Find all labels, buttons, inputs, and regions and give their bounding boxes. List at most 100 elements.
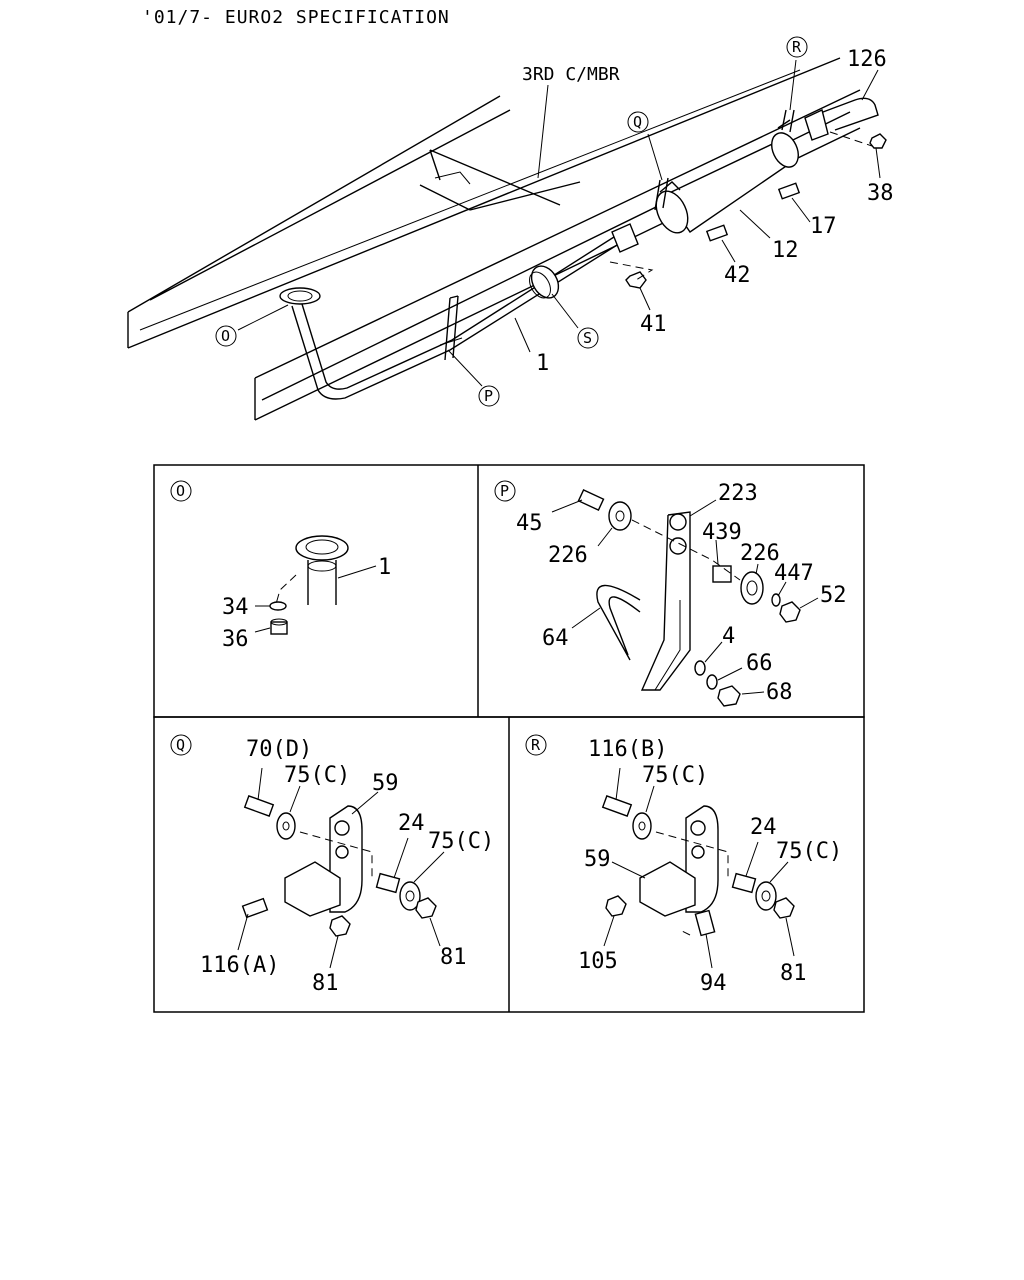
bolt-116b — [601, 795, 633, 817]
dash-p — [631, 519, 741, 581]
leader-116b — [615, 767, 621, 801]
detail-o: O 1 34 36 — [170, 480, 391, 652]
part-q-59: 59 — [372, 771, 399, 796]
part-226a: 226 — [548, 543, 588, 568]
dash-o — [275, 574, 297, 605]
ref-circle-r: R — [786, 36, 808, 58]
nut-38 — [869, 133, 887, 149]
collar-439 — [712, 565, 732, 583]
leader-4 — [704, 641, 723, 663]
part-223: 223 — [718, 481, 758, 506]
part-52: 52 — [820, 583, 847, 608]
detail-o-ref: O — [176, 482, 185, 500]
leader-41 — [639, 287, 651, 311]
collar-24-r — [731, 872, 757, 894]
frame-rail-upper — [127, 57, 841, 349]
diagram-title: '01/7- EURO2 SPECIFICATION — [142, 7, 450, 28]
detail-r-ref: R — [531, 736, 541, 754]
nut-81-a — [329, 915, 351, 937]
part-116b: 116(B) — [588, 737, 667, 762]
part-38: 38 — [867, 181, 894, 206]
leader-116a — [237, 913, 249, 951]
leader-64 — [571, 607, 601, 629]
leader-105 — [603, 915, 615, 947]
part-r-59: 59 — [584, 847, 611, 872]
part-126: 126 — [847, 47, 887, 72]
svg-text:S: S — [583, 329, 592, 347]
bolt-45 — [577, 488, 605, 512]
washer-447 — [771, 593, 781, 607]
part-r-24: 24 — [750, 815, 777, 840]
leader-59-r — [611, 861, 646, 879]
leader-17 — [791, 197, 811, 223]
bolt-94 — [694, 909, 716, 937]
leader-24-r — [745, 841, 759, 877]
flange-pipe — [295, 535, 349, 605]
part-q-24: 24 — [398, 811, 425, 836]
exhaust-pipe-front — [279, 229, 626, 400]
part-447: 447 — [774, 561, 814, 586]
hanger-bracket-q — [284, 805, 363, 917]
part-17: 17 — [810, 214, 837, 239]
svg-text:Q: Q — [633, 113, 642, 131]
washer-75c-b-r — [755, 881, 777, 911]
leader-42 — [721, 239, 736, 263]
leader-81-r — [785, 917, 795, 957]
frame-rail-lower — [254, 89, 861, 421]
dash-41 — [609, 261, 654, 281]
part-66: 66 — [746, 651, 773, 676]
nut-81-b — [415, 897, 437, 919]
leader-o-1 — [337, 565, 377, 579]
muffler — [655, 119, 799, 234]
ref-circle-s: S — [577, 327, 599, 349]
leader-o — [237, 304, 289, 331]
leader-70d — [257, 767, 263, 801]
ref-circle-q: Q — [627, 111, 649, 133]
washer-75c-a — [276, 812, 296, 840]
part-439: 439 — [702, 520, 742, 545]
part-64: 64 — [542, 626, 569, 651]
leader-59 — [351, 791, 379, 815]
label-3rd-cmbr: 3RD C/MBR — [522, 64, 620, 85]
cross-member — [419, 149, 581, 211]
leader-94 — [705, 933, 713, 969]
part-105: 105 — [578, 949, 618, 974]
u-bolt-64 — [596, 584, 641, 661]
leader-439 — [715, 539, 719, 565]
washer-34 — [269, 601, 287, 611]
leader-52 — [799, 597, 819, 609]
part-r-75c-a: 75(C) — [642, 763, 708, 788]
svg-text:O: O — [221, 327, 230, 345]
hanger-bracket-r — [639, 805, 719, 917]
part-70d: 70(D) — [246, 737, 312, 762]
leader-75c-a — [289, 785, 301, 813]
dash-r — [655, 831, 729, 936]
part-116a: 116(A) — [200, 953, 279, 978]
hanger-q — [654, 177, 669, 211]
leader-81-a — [329, 935, 339, 969]
rubber-226b — [740, 571, 764, 605]
part-4: 4 — [722, 624, 735, 649]
detail-q-ref: Q — [176, 736, 185, 754]
dash-q — [299, 831, 373, 880]
leader-126 — [861, 69, 879, 101]
part-42: 42 — [724, 263, 751, 288]
detail-p-ref: P — [500, 482, 509, 500]
leader-226a — [597, 527, 613, 547]
part-45: 45 — [516, 511, 543, 536]
part-94: 94 — [700, 971, 727, 996]
leader-24 — [393, 837, 409, 879]
part-36: 36 — [222, 627, 249, 652]
detail-r: R 116(B) 75(C) 24 59 75(C) 105 94 81 — [525, 734, 842, 996]
rubber-226a — [608, 501, 632, 531]
collar-24 — [375, 872, 401, 894]
leader-q — [647, 133, 663, 181]
tail-pipe — [804, 97, 879, 147]
hanger-r — [781, 109, 795, 133]
part-o-1: 1 — [378, 555, 391, 580]
main-assembly: 3RD C/MBR — [127, 36, 894, 421]
nut-41 — [625, 271, 647, 289]
part-75c-b: 75(C) — [428, 829, 494, 854]
leader-447 — [777, 581, 787, 597]
